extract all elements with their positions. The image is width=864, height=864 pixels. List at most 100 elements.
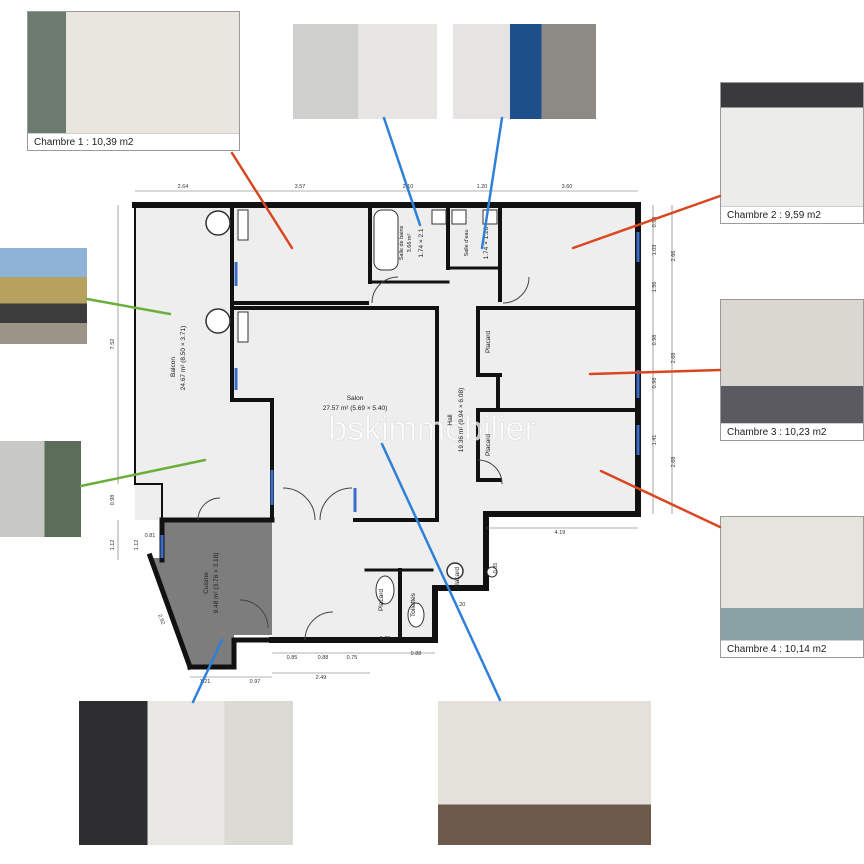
label-placard-4: Placard <box>378 589 385 611</box>
boiler-icon <box>446 562 464 580</box>
dim-bottom-7: 1.21 <box>200 679 211 685</box>
label-salon: Salon <box>347 395 364 402</box>
connector-salle-d-eau <box>480 116 504 250</box>
watermark: bskimmobilier <box>328 410 536 448</box>
dim-right-inner-4: 0.98 <box>652 335 658 346</box>
photo-salle-de-bains-image <box>293 24 437 119</box>
photo-balcon-1 <box>0 248 87 344</box>
dim-left-3: 1.12 <box>110 540 116 551</box>
dim-bottom-6: 0.70 <box>380 636 391 642</box>
connector-cuisine <box>191 638 224 704</box>
dim-left-2: 0.98 <box>110 495 116 506</box>
photo-chambre-2: Chambre 2 : 9,59 m2 <box>720 82 864 224</box>
dim-bottom-5: 0.88 <box>411 651 422 657</box>
dim-left-1: 7.52 <box>110 339 116 350</box>
photo-chambre-3-caption: Chambre 3 : 10,23 m2 <box>721 423 863 440</box>
label-salle-d-eau: Salle d'eau <box>464 229 470 256</box>
toilet-bowl-icon <box>407 602 425 628</box>
connector-balcon-1 <box>85 297 172 316</box>
photo-chambre-1-image <box>28 12 239 133</box>
dim-right-inner-3: 1.56 <box>652 282 658 293</box>
fixtures <box>205 209 498 628</box>
photo-balcon-2-image <box>0 441 81 537</box>
label-placard-3: Placard <box>454 567 461 589</box>
dim-top-4: 1.20 <box>477 184 488 190</box>
photo-balcon-2 <box>0 441 81 537</box>
dim-top-2: 3.57 <box>295 184 306 190</box>
shower-icon <box>451 209 467 225</box>
photo-salle-d-eau-image <box>453 24 596 119</box>
dim-right-inner-5: 0.98 <box>652 378 658 389</box>
dim-bottom-3: 0.75 <box>347 655 358 661</box>
dim-bottom-1: 0.85 <box>287 655 298 661</box>
label-balcon: Balcon <box>170 357 177 377</box>
dim-bottom-12: 2.92 <box>156 614 166 626</box>
connector-chambre-4 <box>599 469 722 529</box>
label-toilettes: Toilettes <box>410 592 417 617</box>
photo-salle-d-eau <box>453 24 596 119</box>
label-balcon-area: 24.67 m² (8.50 × 3.71) <box>180 326 187 391</box>
label-salle-de-bains-area: 3.66 m² <box>407 234 413 253</box>
doors <box>197 276 530 641</box>
photo-chambre-2-image <box>721 83 863 206</box>
connector-chambre-3 <box>588 368 722 376</box>
label-salon-area: 27.57 m² (5.69 × 5.40) <box>323 405 388 412</box>
photo-cuisine <box>79 701 293 845</box>
fan-icon <box>205 210 231 236</box>
dim-bottom-10: 0.85 <box>493 563 499 574</box>
dim-top-5: 3.60 <box>562 184 573 190</box>
dim-bottom-9: 4.19 <box>555 530 566 536</box>
photo-chambre-4-image <box>721 517 863 640</box>
label-salle-de-bains: Salle de bains <box>399 225 405 260</box>
label-placard-1: Placard <box>485 331 492 353</box>
fan-icon <box>205 308 231 334</box>
dim-bottom-8: 0.97 <box>250 679 261 685</box>
photo-salon <box>438 701 651 845</box>
dim-left-4: 1.12 <box>134 540 140 551</box>
photo-salle-de-bains <box>293 24 437 119</box>
dim-right-outer-2: 2.68 <box>671 353 677 364</box>
photo-chambre-4-caption: Chambre 4 : 10,14 m2 <box>721 640 863 657</box>
label-cuisine-area: 9.48 m² (3.76 × 3.18) <box>213 553 220 614</box>
photo-cuisine-image <box>79 701 293 845</box>
photo-chambre-3-image <box>721 300 863 423</box>
dim-top-1: 2.64 <box>178 184 189 190</box>
dim-bottom-11: 1.20 <box>455 602 466 608</box>
photo-chambre-1-caption: Chambre 1 : 10,39 m2 <box>28 133 239 150</box>
dim-right-inner-1: 0.98 <box>652 217 658 228</box>
connector-lines <box>79 116 722 704</box>
photo-salon-image <box>438 701 651 845</box>
connector-chambre-1 <box>230 151 294 250</box>
dim-bottom-4: 2.49 <box>316 675 327 681</box>
dimension-lines <box>117 190 673 678</box>
photo-balcon-1-image <box>0 248 87 344</box>
toilet-icon <box>375 575 395 605</box>
label-salle-d-eau-dims: 1.74 × 1.20 <box>483 226 490 259</box>
bathtub-icon <box>373 209 399 271</box>
dim-right-inner-2: 1.03 <box>652 245 658 256</box>
windows <box>160 232 640 558</box>
photo-chambre-3: Chambre 3 : 10,23 m2 <box>720 299 864 441</box>
dim-left-5: 0.81 <box>145 533 156 539</box>
room-labels: Balcon 24.67 m² (8.50 × 3.71) Salon 27.5… <box>170 225 492 616</box>
sink-icon <box>431 209 447 225</box>
photo-chambre-2-caption: Chambre 2 : 9,59 m2 <box>721 206 863 223</box>
connector-salle-de-bains <box>382 116 422 227</box>
label-hall-area: 19.36 m² (9.94 × 6.08) <box>458 388 465 453</box>
label-cuisine: Cuisine <box>203 572 210 594</box>
connector-chambre-2 <box>571 194 722 250</box>
photo-chambre-4: Chambre 4 : 10,14 m2 <box>720 516 864 658</box>
dim-right-outer-1: 2.66 <box>671 251 677 262</box>
kitchen-floor <box>150 520 272 667</box>
radiator-icon <box>237 209 249 241</box>
photo-chambre-1: Chambre 1 : 10,39 m2 <box>27 11 240 151</box>
dim-bottom-2: 0.88 <box>318 655 329 661</box>
valve-icon <box>486 566 498 578</box>
dim-right-outer-3: 2.68 <box>671 457 677 468</box>
label-placard-2: Placard <box>485 434 492 456</box>
connector-salon <box>380 442 502 702</box>
dimension-labels: 2.64 3.57 2.10 1.20 3.60 7.52 0.98 1.12 … <box>110 184 677 685</box>
label-hall: Hall <box>447 414 454 426</box>
label-salle-de-bains-dims: 1.74 × 2.1 <box>418 228 425 257</box>
